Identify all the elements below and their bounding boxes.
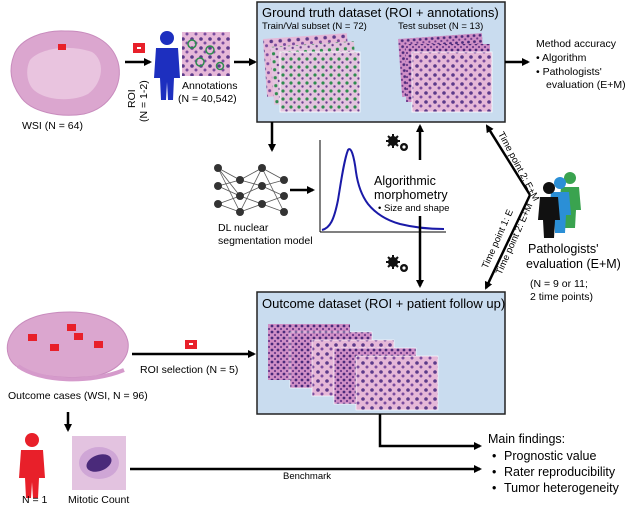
mitotic-cell-image bbox=[72, 436, 126, 490]
finding-item: Prognostic value bbox=[492, 448, 619, 464]
gear-icon-upper bbox=[386, 134, 408, 151]
mitotic-count-label: Mitotic Count bbox=[68, 494, 130, 506]
pathologists-label-2: evaluation (E+M) bbox=[526, 257, 621, 271]
outcome-wsi-tissue bbox=[6, 311, 129, 382]
outcome-images bbox=[268, 324, 439, 411]
morphometry-bullet-text: Size and shape bbox=[383, 203, 450, 214]
outcome-cases-label: Outcome cases (WSI, N = 96) bbox=[8, 390, 148, 402]
dl-model-label-2: segmentation model bbox=[218, 235, 313, 247]
method-accuracy-item-2-cont: evaluation (E+M) bbox=[546, 79, 626, 91]
annotations-image bbox=[182, 32, 230, 76]
neural-network-icon bbox=[214, 164, 288, 216]
method-accuracy-item-1: • Algorithm bbox=[536, 52, 587, 64]
pathologists-label-4: 2 time points) bbox=[530, 291, 594, 303]
annotator-person-icon bbox=[154, 31, 180, 100]
mitotic-n-label: N = 1 bbox=[22, 494, 48, 506]
roi-label-1: ROI bbox=[126, 89, 138, 108]
finding-item: Tumor heterogeneity bbox=[492, 480, 619, 496]
morphometry-bullet: • Size and shape bbox=[378, 203, 450, 214]
test-images bbox=[398, 33, 493, 113]
method-accuracy-item-2-text: Pathologists' bbox=[542, 66, 602, 78]
main-findings-title: Main findings: bbox=[488, 432, 566, 446]
pathologists-label-1: Pathologists' bbox=[528, 242, 599, 256]
morphometry-distribution-plot bbox=[319, 140, 446, 233]
outcome-dataset-title: Outcome dataset (ROI + patient follow up… bbox=[262, 296, 506, 311]
mitotic-counter-person-icon bbox=[19, 433, 45, 498]
gear-icon-lower bbox=[386, 255, 408, 272]
wsi-top-tissue bbox=[10, 30, 120, 116]
annotations-label-1: Annotations bbox=[182, 80, 238, 92]
annotations-label-2: (N = 40,542) bbox=[178, 93, 237, 105]
benchmark-label: Benchmark bbox=[283, 471, 332, 482]
test-subset-label: Test subset (N = 13) bbox=[398, 21, 484, 32]
arrow-path-to-gt bbox=[485, 124, 532, 196]
roi-label-2: (N = 1-2) bbox=[138, 80, 150, 122]
pathologists-icon bbox=[538, 172, 581, 238]
arrow-outcome-to-findings bbox=[378, 414, 482, 450]
morphometry-label-2: morphometry bbox=[374, 188, 448, 202]
train-subset-label: Train/Val subset (N = 72) bbox=[262, 21, 367, 32]
pathologists-label-3: (N = 9 or 11; bbox=[530, 278, 588, 290]
method-accuracy-item-2: • Pathologists' bbox=[536, 66, 602, 78]
finding-item: Rater reproducibility bbox=[492, 464, 619, 480]
dl-model-label-1: DL nuclear bbox=[218, 222, 269, 234]
main-findings-list: Prognostic value Rater reproducibility T… bbox=[492, 448, 619, 496]
method-accuracy-item-1-text: Algorithm bbox=[542, 52, 587, 64]
train-images bbox=[263, 33, 361, 113]
arrow-path-to-outcome bbox=[484, 194, 532, 290]
morphometry-label-1: Algorithmic bbox=[374, 174, 436, 188]
wsi-top-label: WSI (N = 64) bbox=[22, 120, 83, 132]
roi-selection-label: ROI selection (N = 5) bbox=[140, 364, 239, 376]
wsi-top-roi-marker bbox=[58, 44, 66, 50]
method-accuracy-title: Method accuracy bbox=[536, 38, 616, 50]
ground-truth-title: Ground truth dataset (ROI + annotations) bbox=[262, 5, 499, 20]
